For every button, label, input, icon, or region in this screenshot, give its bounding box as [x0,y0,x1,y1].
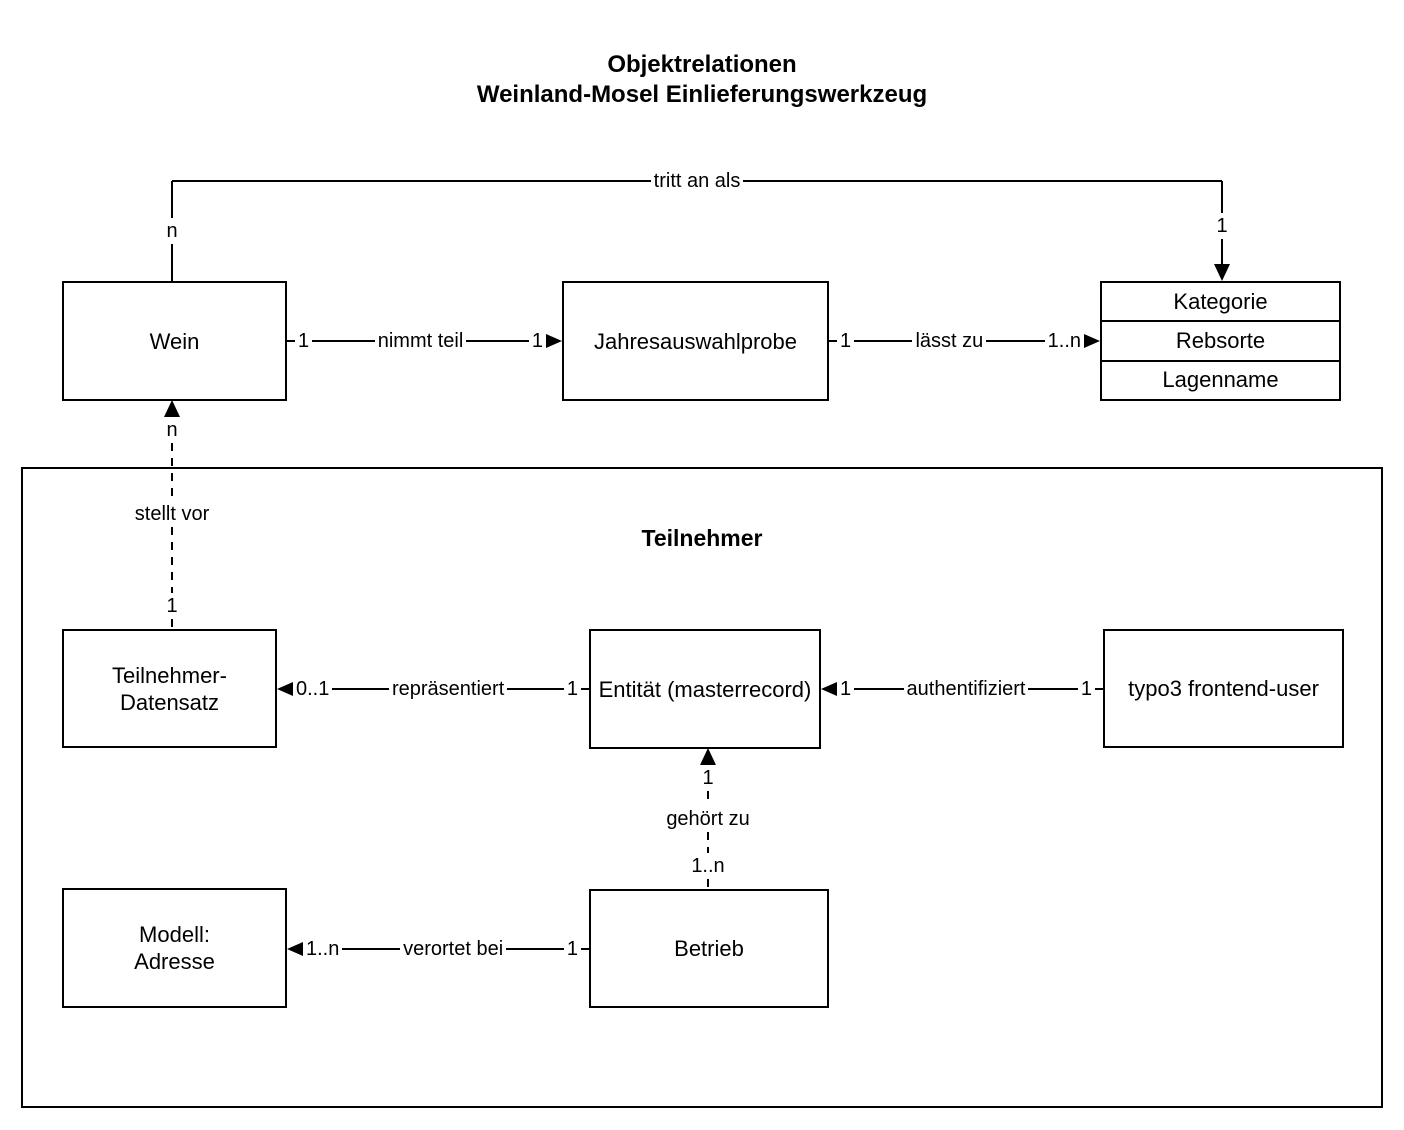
stack-row-lagenname-label: Lagenname [1162,367,1279,393]
line-segment [507,687,564,690]
entity-teilnehmer-datensatz-label: Teilnehmer-Datensatz [112,662,227,715]
arrow-left-icon [287,941,303,956]
entity-modell-adresse: Modell: Adresse [62,888,287,1008]
arrow-down-icon [1214,264,1230,281]
line-segment [1221,238,1223,264]
relation-verortet-bei: 1..n verortet bei 1 [287,936,590,961]
relation-stellt-vor-label: stellt vor [134,502,210,525]
line-segment [743,180,1223,182]
line-segment [1028,687,1078,690]
arrow-up-icon [164,400,180,417]
stack-row-kategorie-label: Kategorie [1173,288,1268,314]
stack-row-rebsorte-label: Rebsorte [1175,327,1266,353]
entity-jahresauswahlprobe: Jahresauswahlprobe [562,281,829,401]
relation-stellt-vor: n stellt vor 1 [135,400,209,629]
line-segment [312,339,375,342]
diagram-title-line2: Weinland-Mosel Einlieferungswerkzeug [476,81,928,108]
cardinality-wein-n: n [166,419,178,441]
relation-tritt-an-als-kategorie-leg: 1 [1210,181,1234,281]
cardinality-jahresauswahlprobe-1: 1 [531,329,544,352]
relation-tritt-an-als-horizontal: tritt an als [172,170,1223,192]
cardinality-betrieb-1: 1 [566,937,579,960]
line-segment [854,339,913,342]
cardinality-kategorie-1: 1 [1216,214,1228,237]
stack-row-lagenname: Lagenname [1102,359,1339,399]
relation-laesst-zu: 1 lässt zu 1..n [829,328,1101,353]
entity-typo3-frontend-user-label: typo3 frontend-user [1128,676,1319,701]
dashed-line-segment [707,791,709,806]
line-segment [986,339,1045,342]
cardinality-wein-n: n [166,220,178,242]
entity-entitaet-masterrecord-label: Entität (masterrecord) [598,676,812,702]
line-segment [171,181,173,218]
line-segment [506,947,564,950]
relation-authentifiziert-label: authentifiziert [906,677,1026,700]
entity-kategorie-stack: Kategorie Rebsorte Lagenname [1100,281,1341,401]
dashed-line-segment [171,526,173,593]
line-segment [342,947,401,950]
line-segment [1221,181,1223,213]
relation-gehoert-zu: 1 gehört zu 1..n [666,748,750,889]
dashed-line-segment [707,879,709,889]
entity-typo3-frontend-user: typo3 frontend-user [1103,629,1344,748]
cardinality-entitaet-1: 1 [566,677,579,700]
cardinality-betrieb-1n: 1..n [691,855,725,877]
container-teilnehmer: Teilnehmer [21,467,1383,1108]
line-segment [172,180,651,182]
dashed-line-segment [171,619,173,629]
entity-teilnehmer-datensatz: Teilnehmer-Datensatz [62,629,277,748]
arrow-right-icon [1084,333,1101,348]
relation-tritt-an-als-wein-leg: n [160,181,184,281]
line-segment [854,687,904,690]
cardinality-entitaet-1: 1 [702,767,714,789]
relation-repraesentiert-label: repräsentiert [391,677,505,700]
dashed-line-segment [707,832,709,853]
cardinality-teilnehmer-datensatz-01: 0..1 [296,677,330,700]
arrow-right-icon [546,333,563,348]
entity-jahresauswahlprobe-label: Jahresauswahlprobe [593,328,798,354]
diagram-title-line1: Objektrelationen [607,51,797,78]
relation-authentifiziert: 1 authentifiziert 1 [821,676,1103,701]
cardinality-teilnehmer-datensatz-1: 1 [166,595,178,617]
arrow-left-icon [821,681,837,696]
relation-verortet-bei-label: verortet bei [403,937,504,960]
stack-row-rebsorte: Rebsorte [1102,320,1339,359]
cardinality-kategorie-1n: 1..n [1047,329,1082,352]
entity-entitaet-masterrecord: Entität (masterrecord) [589,629,821,749]
arrow-up-icon [700,748,716,765]
line-segment [287,339,295,342]
relation-tritt-an-als-label: tritt an als [653,170,741,192]
diagram-title: Objektrelationen Weinland-Mosel Einliefe… [0,50,1404,110]
line-segment [171,244,173,281]
entity-wein: Wein [62,281,287,401]
relation-gehoert-zu-label: gehört zu [666,808,750,830]
line-segment [1095,687,1103,690]
dashed-line-segment [171,443,173,501]
stack-row-kategorie: Kategorie [1102,283,1339,320]
line-segment [466,339,529,342]
entity-wein-label: Wein [149,328,200,354]
arrow-left-icon [277,681,293,696]
relation-nimmt-teil-label: nimmt teil [377,329,464,352]
relation-repraesentiert: 0..1 repräsentiert 1 [277,676,590,701]
line-segment [581,687,590,690]
line-segment [332,687,389,690]
line-segment [829,339,837,342]
cardinality-typo3-1: 1 [1080,677,1092,700]
entity-modell-adresse-line1: Modell: [139,922,210,947]
cardinality-modell-adresse-1n: 1..n [306,937,340,960]
cardinality-jahresauswahlprobe-1: 1 [840,329,852,352]
entity-modell-adresse-line2: Adresse [134,949,215,974]
relation-nimmt-teil: 1 nimmt teil 1 [287,328,563,353]
line-segment [581,947,590,950]
cardinality-entitaet-1: 1 [840,677,852,700]
container-teilnehmer-label: Teilnehmer [641,525,763,551]
entity-betrieb: Betrieb [589,889,829,1008]
cardinality-wein-1: 1 [298,329,310,352]
relation-laesst-zu-label: lässt zu [915,329,984,352]
entity-betrieb-label: Betrieb [674,936,744,961]
